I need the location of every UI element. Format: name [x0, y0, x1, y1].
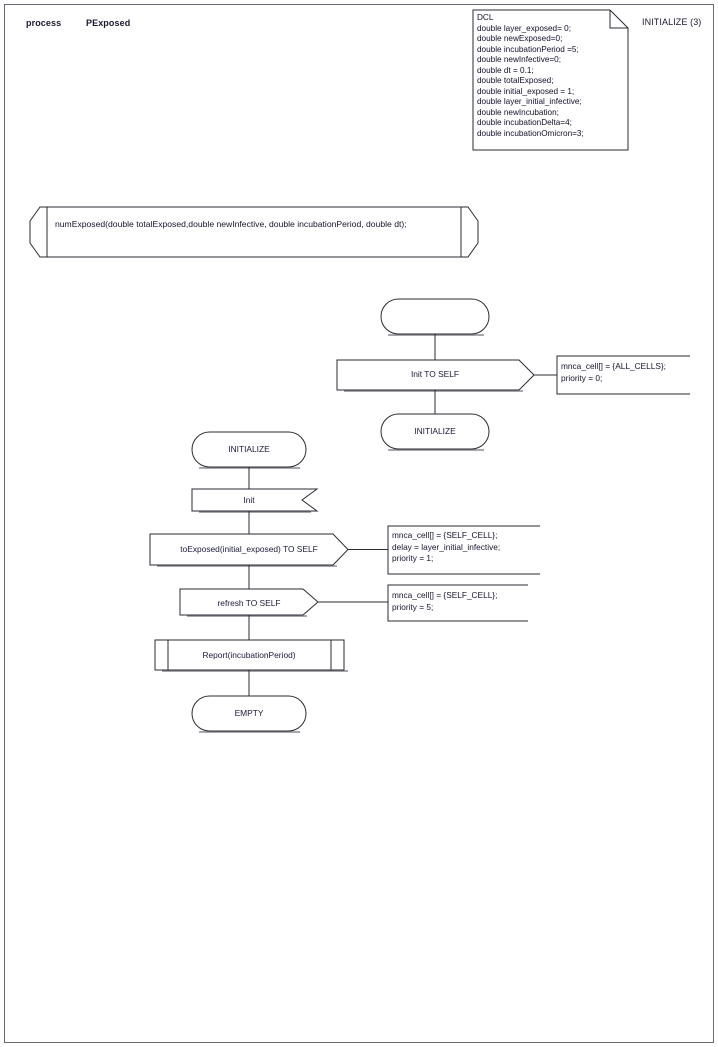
comment-bracket-all-cells — [556, 355, 690, 395]
procedure-call-report-label: Report(incubationPeriod) — [202, 650, 296, 660]
dcl-block-text: DCL double layer_exposed= 0; double newE… — [477, 13, 584, 140]
input-init-shape — [191, 488, 319, 513]
dcl-block-shape — [472, 9, 629, 151]
output-refresh-shape — [179, 588, 319, 617]
state-initialize-top-shape — [380, 413, 490, 451]
input-init-label: Init — [243, 495, 255, 505]
state-initialize-top-label: INITIALIZE — [414, 426, 456, 436]
output-refresh-label: refresh TO SELF — [217, 598, 281, 608]
comment-refresh-text: mnca_cell[] = {SELF_CELL}; priority = 5; — [392, 590, 498, 612]
state-empty-shape — [191, 695, 307, 733]
page-border — [4, 4, 714, 1043]
comment-bracket-refresh — [387, 584, 528, 622]
start-symbol-shape — [380, 298, 490, 336]
dcl-lines: DCL double layer_exposed= 0; double newE… — [477, 13, 584, 139]
output-init-to-self-shape — [336, 359, 535, 392]
header-keyword: process — [26, 18, 62, 28]
comment-all-cells-text: mnca_cell[] = {ALL_CELLS}; priority = 0; — [561, 361, 666, 383]
page-reference-label: INITIALIZE (3) — [642, 17, 702, 27]
output-toexposed-label: toExposed(initial_exposed) TO SELF — [180, 544, 318, 554]
page-title: PExposed — [86, 18, 131, 28]
state-initialize-main-label: INITIALIZE — [228, 444, 270, 454]
state-initialize-main-shape — [191, 431, 307, 469]
comment-bracket-toexposed — [387, 525, 540, 575]
state-empty-label: EMPTY — [234, 708, 264, 718]
comment-toexposed-text: mnca_cell[] = {SELF_CELL}; delay = layer… — [392, 530, 501, 564]
output-toexposed-shape — [149, 533, 349, 567]
output-init-to-self-label: Init TO SELF — [410, 369, 460, 379]
numExposed-procedure-shape — [29, 206, 479, 258]
numExposed-procedure-label: numExposed(double totalExposed,double ne… — [55, 219, 407, 229]
